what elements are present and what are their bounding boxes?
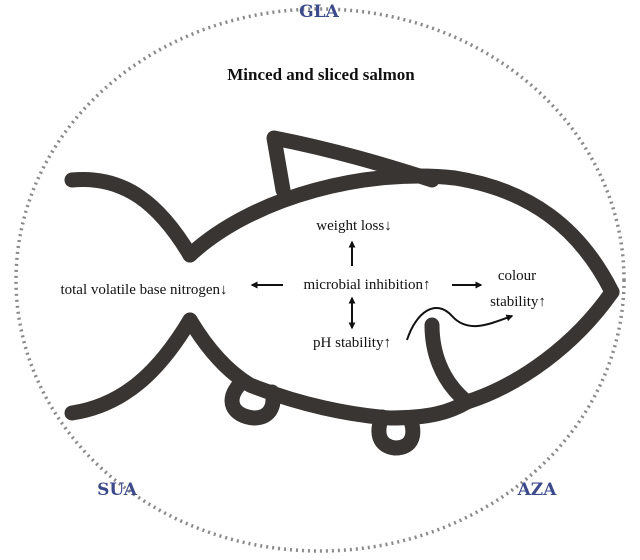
fish-mouth — [424, 317, 475, 410]
corner-label-top: GLA — [299, 2, 339, 22]
fish-tail-lower — [64, 312, 198, 421]
corner-label-bottom-left: SUA — [97, 480, 138, 500]
corner-label-bottom-right: AZA — [517, 480, 558, 500]
label-stability: stability↑ — [490, 294, 546, 310]
arrow-curved — [406, 307, 514, 341]
label-colour: colour — [498, 268, 536, 284]
label-microbial-inhibition: microbial inhibition↑ — [303, 277, 430, 293]
fish-upper-body — [182, 168, 620, 300]
fish-belly — [182, 312, 475, 426]
fish-pelvic-fin — [224, 376, 281, 426]
dotted-boundary-ellipse — [14, 7, 626, 553]
label-ph-stability: pH stability↑ — [313, 335, 391, 351]
label-total-volatile-base-nitrogen: total volatile base nitrogen↓ — [60, 282, 227, 298]
fish-anal-fin — [371, 409, 421, 456]
arrows — [250, 240, 514, 341]
fish-outline — [64, 130, 620, 456]
label-weight-loss: weight loss↓ — [316, 218, 391, 234]
fish-lower-jaw — [459, 284, 620, 410]
diagram-title: Minced and sliced salmon — [227, 65, 415, 84]
fish-tail-upper — [64, 171, 198, 263]
fish-dorsal-fin — [266, 130, 440, 198]
